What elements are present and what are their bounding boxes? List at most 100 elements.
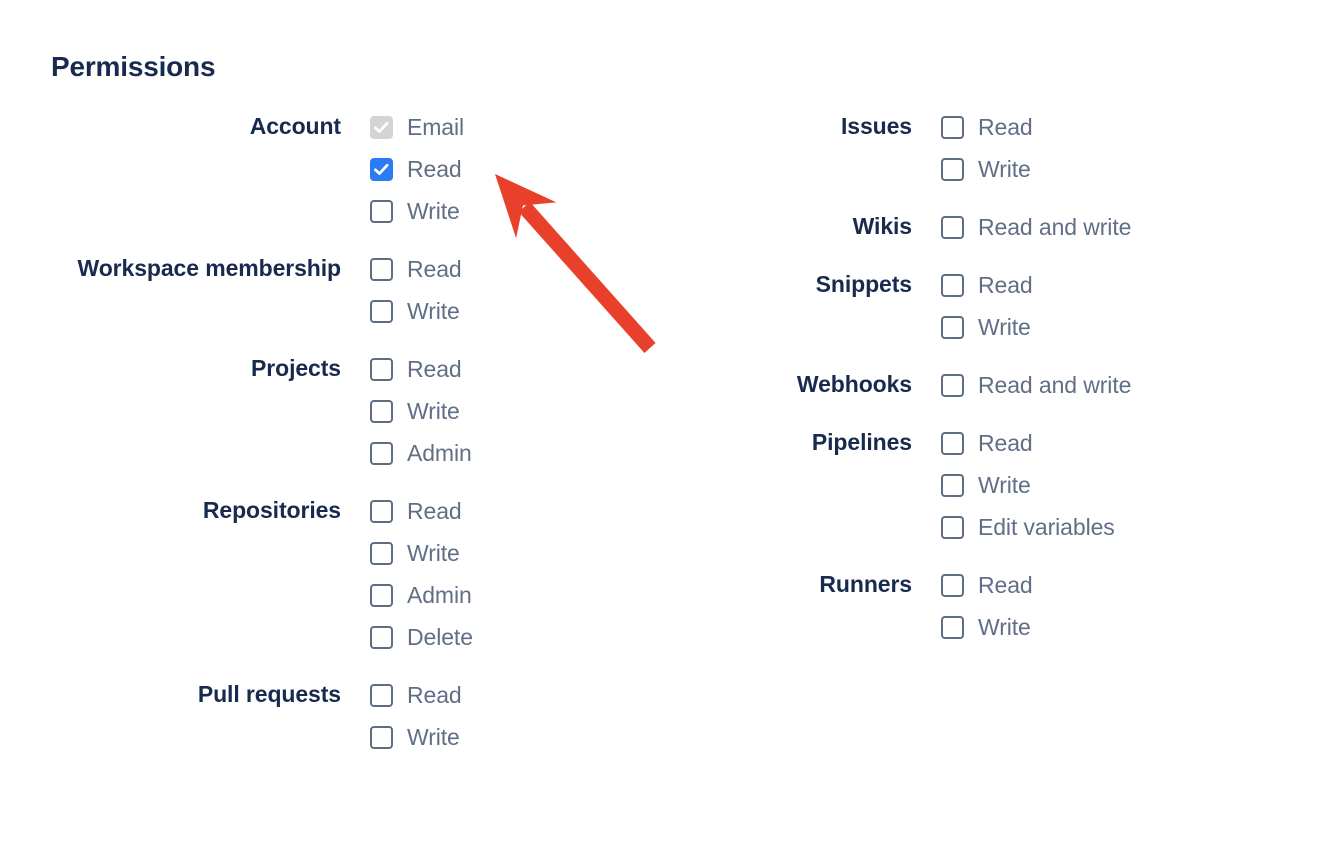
page-title: Permissions	[51, 51, 216, 82]
checkbox[interactable]	[941, 373, 964, 397]
checkbox-label: Read	[407, 498, 462, 524]
checkbox-row[interactable]: Read and write	[941, 206, 1240, 248]
checkbox-row[interactable]: Read	[370, 674, 520, 716]
checkbox-label: Write	[978, 472, 1031, 498]
checkbox-label: Write	[978, 314, 1031, 340]
permission-group-label: Pipelines	[811, 429, 912, 455]
permission-options: Read and write	[912, 364, 1240, 406]
checkbox-label: Read	[978, 272, 1033, 298]
checkbox[interactable]	[941, 157, 964, 181]
checkbox-row[interactable]: Read	[370, 248, 520, 290]
permission-group-label: Workspace membership	[77, 255, 342, 281]
checkmark-icon	[374, 163, 389, 175]
checkbox-label: Read	[407, 256, 462, 282]
checkbox-row[interactable]: Write	[370, 390, 520, 432]
checkbox-row[interactable]: Write	[941, 464, 1240, 506]
checkbox[interactable]	[941, 515, 964, 539]
checkbox-row[interactable]: Write	[370, 716, 520, 758]
checkbox-row[interactable]: Delete	[370, 616, 520, 658]
permission-group-label: Snippets	[815, 271, 912, 297]
checkbox-row[interactable]: Write	[941, 148, 1240, 190]
permission-group-label: Projects	[251, 355, 341, 381]
checkbox-row[interactable]: Read	[941, 422, 1240, 464]
checkbox-row[interactable]: Read	[941, 264, 1240, 306]
checkbox[interactable]	[370, 157, 393, 181]
checkbox-row[interactable]: Write	[370, 290, 520, 332]
checkbox-row[interactable]: Edit variables	[941, 506, 1240, 548]
checkbox-row[interactable]: Write	[941, 306, 1240, 348]
checkbox[interactable]	[370, 399, 393, 423]
checkbox-label: Write	[978, 156, 1031, 182]
checkbox[interactable]	[941, 473, 964, 497]
checkbox[interactable]	[941, 273, 964, 297]
checkbox-row[interactable]: Read and write	[941, 364, 1240, 406]
checkbox[interactable]	[941, 115, 964, 139]
permission-group-label: Issues	[840, 113, 912, 139]
checkbox-row[interactable]: Admin	[370, 432, 520, 474]
checkbox-row[interactable]: Admin	[370, 574, 520, 616]
checkbox[interactable]	[370, 441, 393, 465]
permission-options: Read and write	[912, 206, 1240, 248]
checkbox-row[interactable]: Write	[370, 190, 520, 232]
checkbox[interactable]	[370, 257, 393, 281]
checkbox-label: Read	[978, 114, 1033, 140]
checkbox-label: Admin	[407, 582, 472, 608]
checkbox-label: Read and write	[978, 372, 1132, 398]
checkbox-label: Delete	[407, 624, 473, 650]
checkbox[interactable]	[370, 299, 393, 323]
checkbox-label: Read	[407, 156, 462, 182]
permission-group-label: Account	[249, 113, 341, 139]
checkbox-row[interactable]: Read	[370, 148, 520, 190]
checkbox-label: Read	[978, 572, 1033, 598]
permission-group-label: Pull requests	[197, 681, 341, 707]
checkbox-label: Edit variables	[978, 514, 1115, 540]
checkbox-row[interactable]: Read	[941, 564, 1240, 606]
checkbox[interactable]	[370, 199, 393, 223]
permission-group-label: Repositories	[202, 497, 341, 523]
checkbox-row[interactable]: Read	[370, 348, 520, 390]
checkbox-label: Read and write	[978, 214, 1132, 240]
checkbox[interactable]	[370, 541, 393, 565]
checkbox-row[interactable]: Read	[370, 490, 520, 532]
checkbox[interactable]	[370, 683, 393, 707]
checkbox[interactable]	[941, 615, 964, 639]
checkbox[interactable]	[370, 357, 393, 381]
checkbox-label: Read	[407, 356, 462, 382]
checkbox[interactable]	[941, 573, 964, 597]
checkbox[interactable]	[370, 725, 393, 749]
checkbox-label: Email	[407, 114, 465, 140]
checkbox[interactable]	[370, 499, 393, 523]
checkbox[interactable]	[370, 625, 393, 649]
checkbox[interactable]	[941, 215, 964, 239]
checkbox[interactable]	[941, 431, 964, 455]
checkbox	[370, 115, 393, 139]
checkbox-row[interactable]: Write	[370, 532, 520, 574]
permission-group-label: Webhooks	[796, 371, 912, 397]
checkbox[interactable]	[941, 315, 964, 339]
checkbox-label: Admin	[407, 440, 472, 466]
checkbox-row[interactable]: Write	[941, 606, 1240, 648]
checkbox-label: Read	[407, 682, 462, 708]
checkbox-label: Write	[407, 540, 460, 566]
checkbox-row: Email	[370, 106, 520, 148]
checkbox[interactable]	[370, 583, 393, 607]
checkbox-row[interactable]: Read	[941, 106, 1240, 148]
checkbox-label: Write	[407, 298, 460, 324]
